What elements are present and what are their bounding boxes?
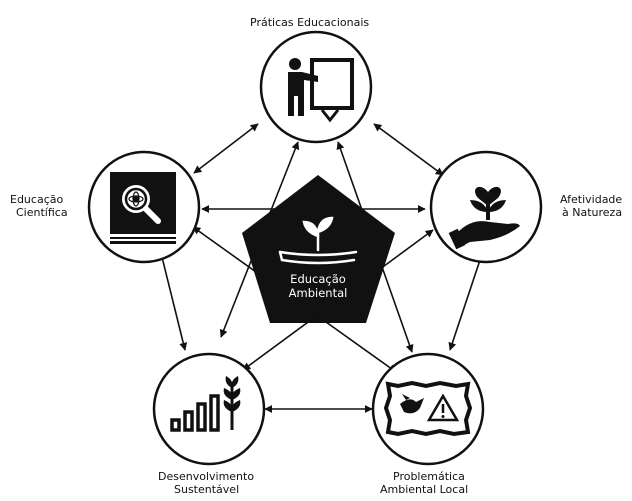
node-label-left-line1: Educação [10,193,64,206]
node-label-bottom-right-line1: Problemática [393,470,465,483]
arrow-top-right [373,123,444,176]
connection-arrows [157,123,485,413]
node-circle-bottom-left [152,352,266,466]
node-label-right-line1: Afetividade [560,193,623,206]
node-label-left-line2: Científica [16,206,68,219]
node-circle-bottom-right [371,352,485,466]
node-label-bottom-right-line2: Ambiental Local [380,483,469,496]
arrow-right-bottomright [448,250,485,351]
node-label-top: Práticas Educacionais [250,16,370,29]
node-label-bottom-left-line2: Sustentável [174,483,240,496]
node-label-right-line2: à Natureza [562,206,623,219]
arrow-top-left [193,123,259,174]
bird-and-warning-sign-icon [383,380,473,437]
node-circle-top [259,30,373,144]
center-label-line1: Educação [290,272,346,286]
growth-bars-with-leaf-icon [170,376,241,432]
hand-holding-plant-icon [448,186,520,250]
arrow-left-bottomleft [157,248,188,351]
center-label-line2: Ambiental [288,286,348,300]
arrow-right-bottomleft [242,229,434,371]
node-label-bottom-left-line1: Desenvolvimento [158,470,255,483]
teacher-at-board-icon [288,58,354,123]
book-with-magnifier-icon [110,172,176,244]
